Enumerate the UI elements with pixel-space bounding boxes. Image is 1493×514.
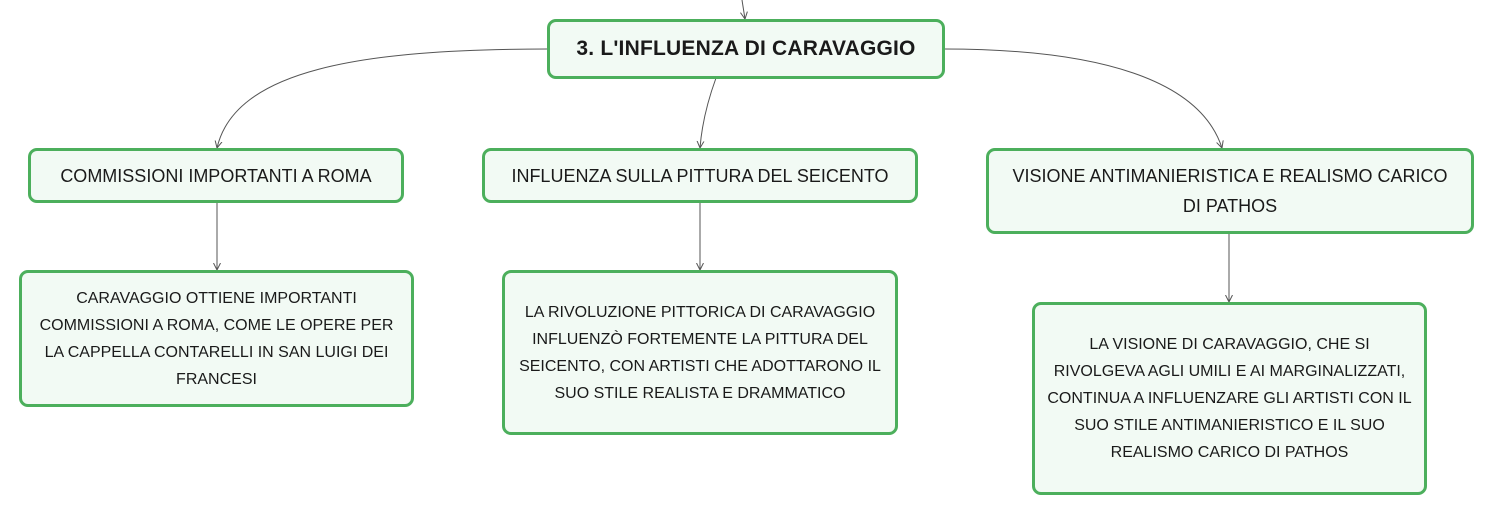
- root-node[interactable]: 3. L'INFLUENZA DI CARAVAGGIO: [547, 19, 945, 79]
- connector-root-to-branch-1: [217, 48, 549, 148]
- root-node-label: 3. L'INFLUENZA DI CARAVAGGIO: [576, 37, 916, 60]
- connector-root-to-branch-3: [943, 48, 1222, 148]
- connector-parent-to-root: [742, 0, 745, 19]
- detail-node-text: LA RIVOLUZIONE PITTORICA DI CARAVAGGIO I…: [519, 303, 881, 402]
- branch-node-influenza[interactable]: INFLUENZA SULLA PITTURA DEL SEICENTO: [482, 148, 918, 203]
- connector-root-to-branch-2: [700, 77, 717, 148]
- branch-node-label: INFLUENZA SULLA PITTURA DEL SEICENTO: [511, 165, 889, 186]
- detail-node-commissioni[interactable]: CARAVAGGIO OTTIENE IMPORTANTI COMMISSION…: [19, 270, 414, 407]
- detail-node-text: LA VISIONE DI CARAVAGGIO, CHE SI RIVOLGE…: [1047, 336, 1412, 461]
- branch-node-label: VISIONE ANTIMANIERISTICA E REALISMO CARI…: [1012, 166, 1448, 216]
- branch-node-label: COMMISSIONI IMPORTANTI A ROMA: [60, 165, 372, 186]
- detail-node-influenza[interactable]: LA RIVOLUZIONE PITTORICA DI CARAVAGGIO I…: [502, 270, 898, 435]
- branch-node-commissioni[interactable]: COMMISSIONI IMPORTANTI A ROMA: [28, 148, 404, 203]
- detail-node-visione[interactable]: LA VISIONE DI CARAVAGGIO, CHE SI RIVOLGE…: [1032, 302, 1427, 495]
- detail-node-text: CARAVAGGIO OTTIENE IMPORTANTI COMMISSION…: [39, 289, 394, 388]
- branch-node-visione[interactable]: VISIONE ANTIMANIERISTICA E REALISMO CARI…: [986, 148, 1474, 234]
